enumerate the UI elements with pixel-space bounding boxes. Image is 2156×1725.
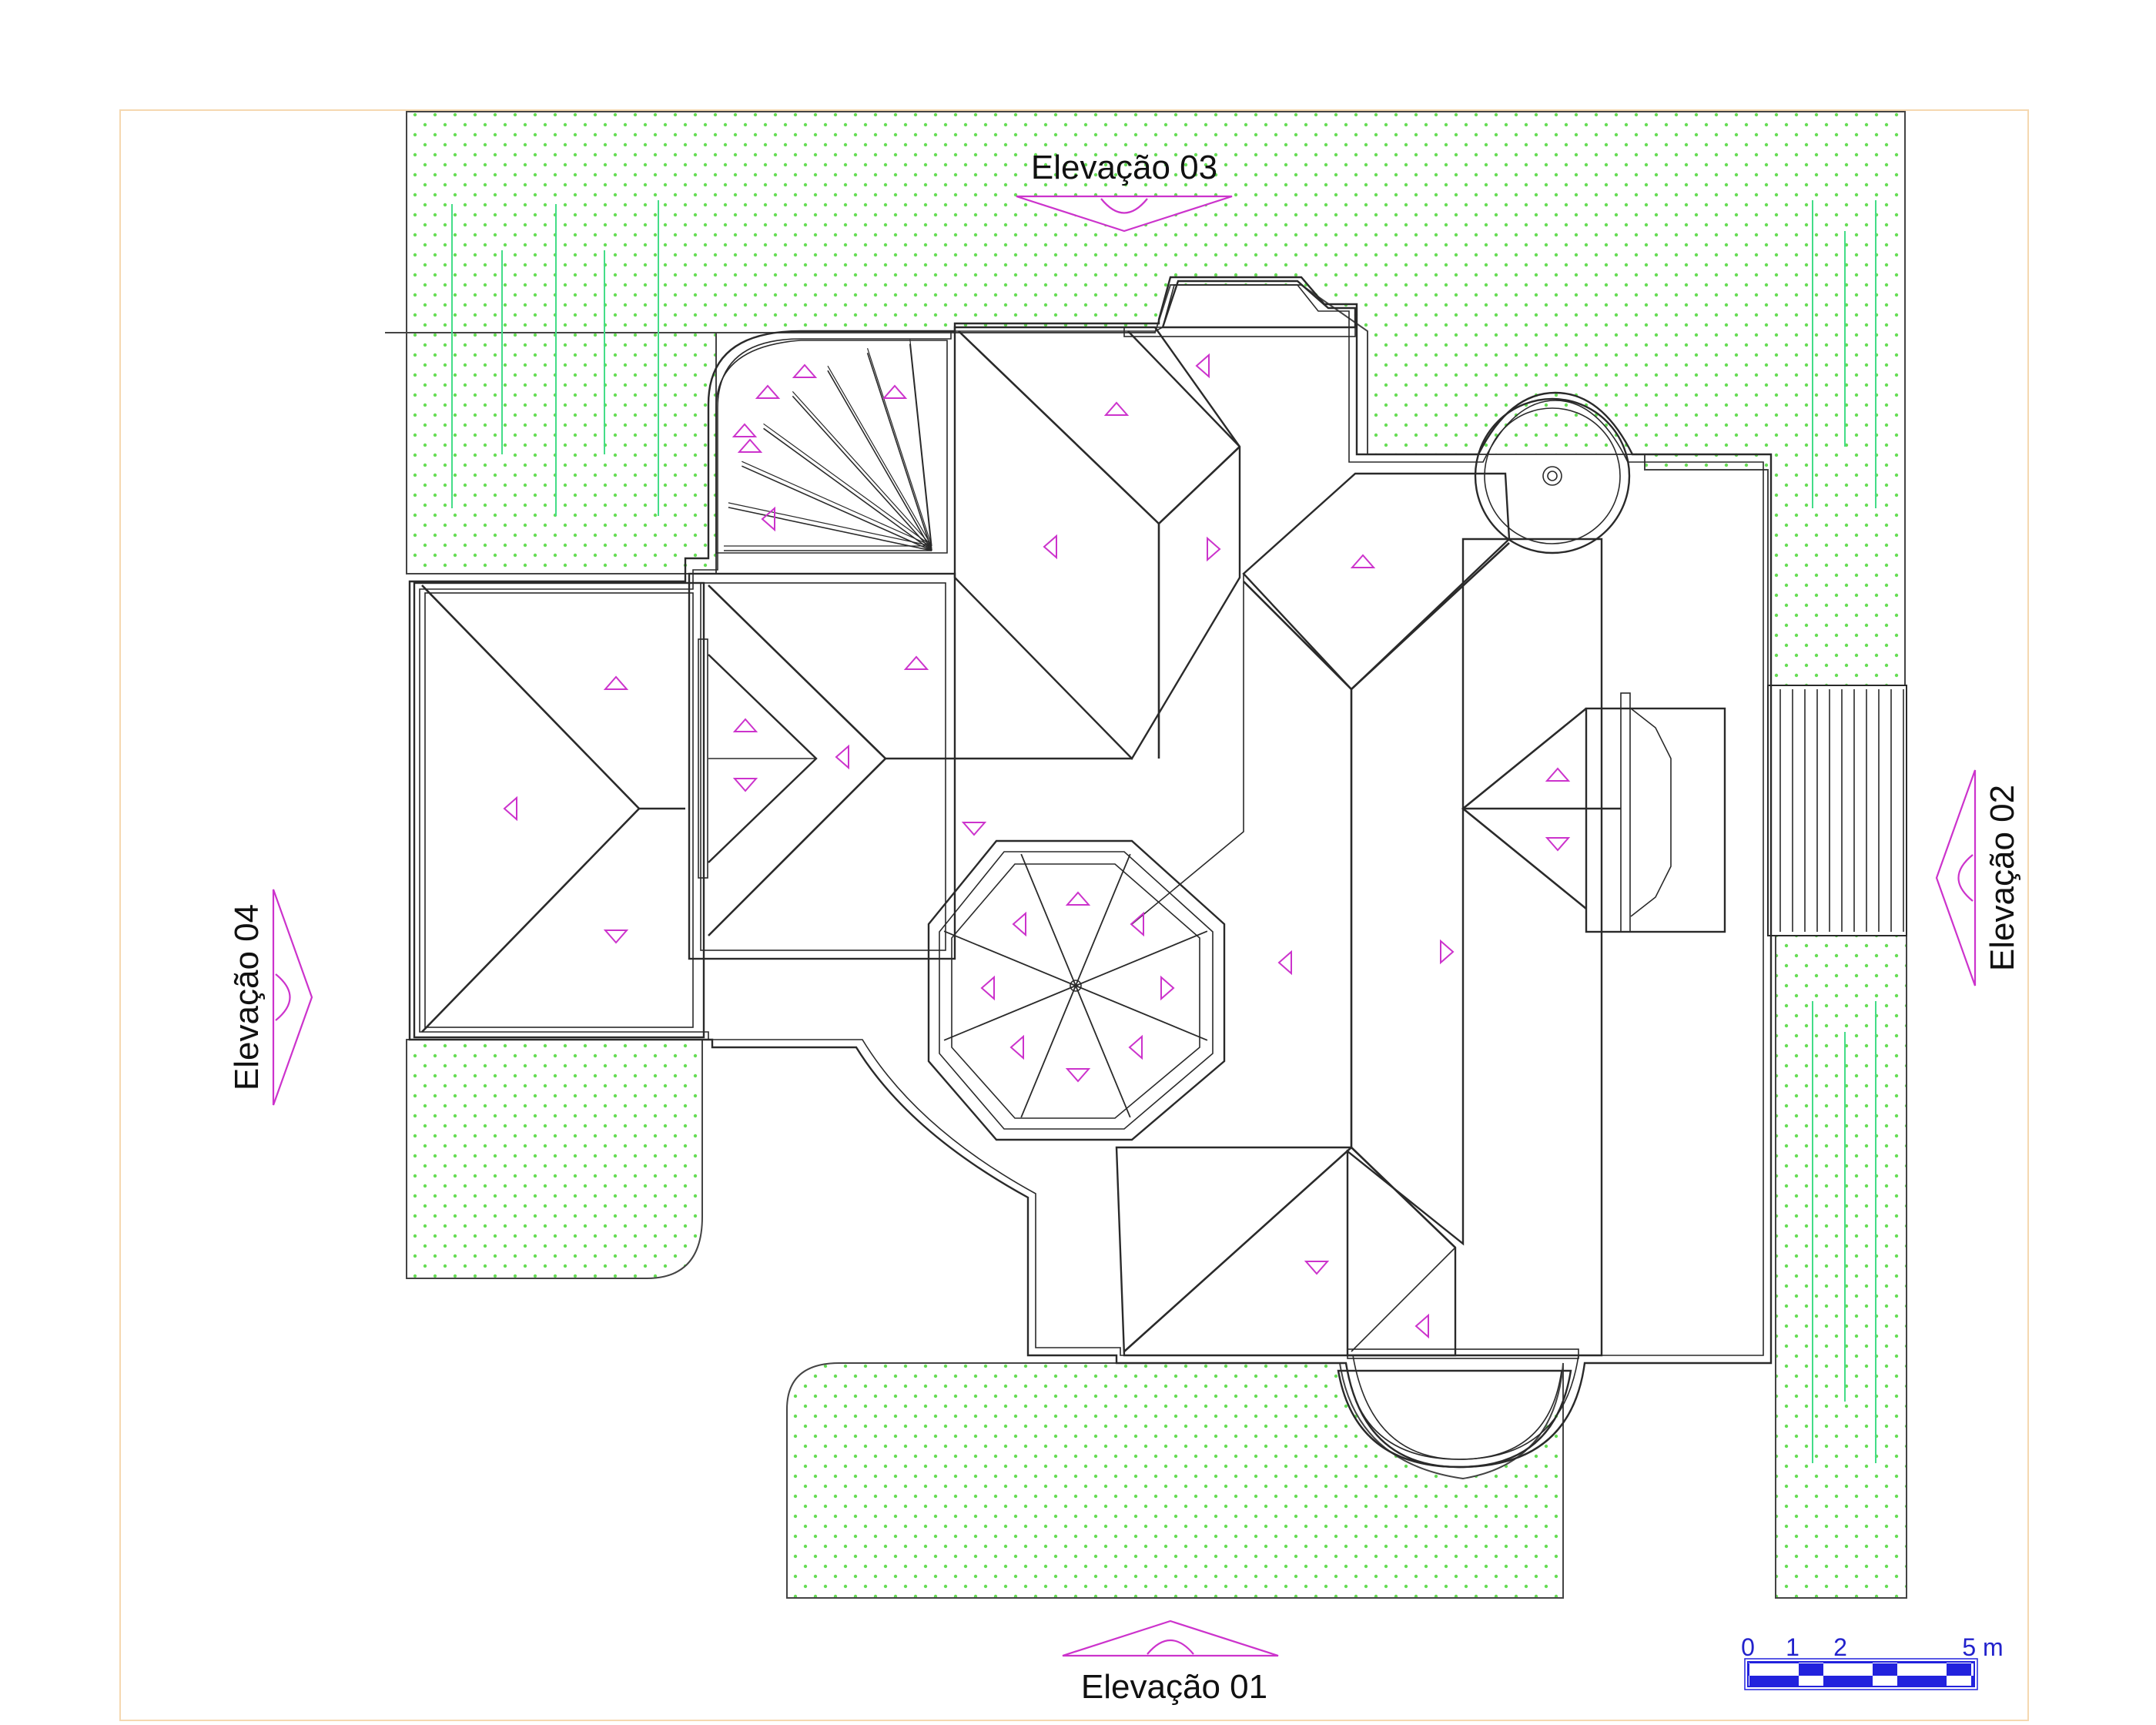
elevation-01-label: Elevação 01 [1081,1668,1267,1706]
exterior-stair [1767,685,1907,936]
slope-direction-marker [1065,891,1091,906]
turret-ridge [943,985,1076,1041]
slope-direction-marker [1160,975,1175,1001]
fan-ridge-line [763,423,932,547]
slope-direction-marker [1545,767,1571,782]
slope-direction-marker [1545,837,1571,852]
fan-ridge-line [728,507,932,551]
elevation-marker-04: Elevação 04 [228,889,313,1106]
fan-ridge-line [763,427,932,551]
semicircular-bay [1337,1369,1572,1469]
slope-direction-marker [980,975,995,1001]
elevation-04-arrow [272,889,313,1106]
scale-bar: 0 1 2 5 m [1741,1633,2004,1690]
turret-ridge [943,930,1076,986]
shrub-lines [451,200,1876,1463]
slope-direction-marker [603,929,629,944]
elevation-marker-03: Elevação 03 [1016,149,1233,233]
slope-direction-marker [737,438,763,453]
garden-areas [385,111,1907,1599]
garden-right [1775,935,1907,1599]
slope-direction-marker [1043,534,1057,560]
octagonal-turret [927,839,1226,1141]
slope-direction-marker [503,796,517,822]
slope-direction-marker [1065,1068,1091,1083]
roof-ridges [413,326,1726,1359]
slope-direction-marker [1277,950,1292,976]
slope-direction-marker [835,744,849,770]
scale-tick-1: 1 [1786,1633,1799,1661]
scale-tick-5m: 5 m [1962,1633,2003,1661]
fan-ridge-line [909,343,932,551]
slope-direction-marker [1130,911,1144,937]
slope-direction-marker [882,384,908,399]
top-bay [1161,280,1357,329]
slope-direction-marker [755,384,781,399]
slope-direction-marker [1195,353,1210,379]
garden-bottom [786,1362,1564,1599]
slope-direction-marker [961,822,987,836]
slope-direction-marker [792,363,818,378]
slope-direction-marker [761,506,775,532]
slope-direction-marker [1304,1261,1330,1275]
fan-ridge-line [866,352,932,551]
fan-ridge-line [792,390,932,547]
turret-ridge [1075,985,1208,1041]
slope-direction-marker [603,675,629,690]
slope-direction-marker [1207,536,1221,562]
fan-ridge-line [909,339,932,547]
elevation-02-label: Elevação 02 [1984,785,2021,971]
turret-ridge [1075,930,1208,986]
slope-direction-marker [903,655,929,670]
fan-ridge-line [728,502,932,547]
slope-direction-marker [1009,1034,1024,1060]
slope-direction-marker [732,778,758,792]
quarter-round-roof [715,339,948,554]
slope-direction-marker [732,718,758,732]
turret-ridge [1020,853,1076,986]
fan-ridge-line [742,465,932,551]
slope-direction-marker [1350,554,1376,568]
scale-tick-2: 2 [1833,1633,1847,1661]
slope-markers [503,353,1571,1339]
elevation-04-label: Elevação 04 [228,904,266,1090]
fan-ridge-line [866,348,932,547]
elevation-02-arrow [1935,769,1977,986]
elevation-01-arrow [1062,1619,1279,1657]
garden-left [406,1039,703,1279]
slope-direction-marker [732,423,758,437]
slope-direction-marker [1414,1313,1429,1339]
elevation-03-label: Elevação 03 [1031,149,1217,186]
elevation-marker-02: Elevação 02 [1935,769,2021,986]
slope-direction-marker [1012,911,1026,937]
turret-ridge [1075,853,1131,986]
fan-ridge-line [827,370,932,551]
turret-ridge [1020,985,1076,1118]
drawing-border [119,109,2029,1721]
turret-ridge [1075,985,1131,1118]
turret-apex [1070,980,1082,992]
slope-direction-marker [1128,1034,1143,1060]
fan-ridge-line [827,365,932,547]
round-tower [1474,397,1631,554]
scale-tick-0: 0 [1741,1633,1755,1661]
fan-ridge-line [742,461,932,547]
fan-ridge-line [792,395,932,551]
elevation-marker-01: Elevação 01 [1062,1619,1279,1706]
slope-direction-marker [1103,401,1130,416]
slope-direction-marker [1440,939,1455,965]
